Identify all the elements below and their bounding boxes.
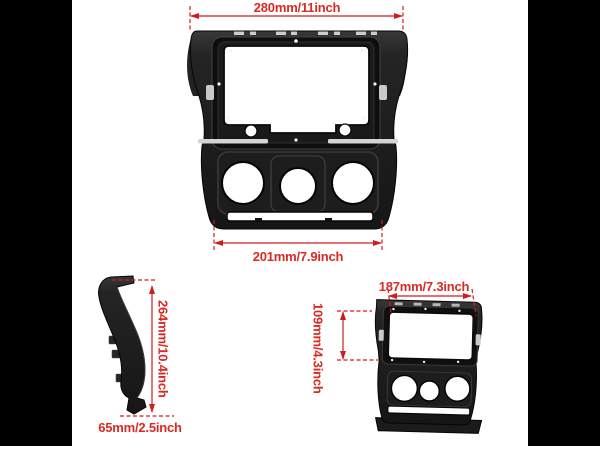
- switch-slot: [226, 211, 374, 222]
- quarter-view-drawing: [374, 299, 483, 434]
- control-width-label: 201mm/7.9inch: [252, 249, 344, 264]
- front-view-drawing: [187, 30, 409, 230]
- slot-tick: [255, 218, 262, 221]
- side-tab-right: [379, 85, 387, 100]
- quarter-side-tab-right: [475, 334, 481, 346]
- top-clip-marks: [234, 31, 377, 35]
- silver-trim-right: [328, 139, 398, 144]
- quarter-screen-opening: [387, 311, 474, 361]
- quarter-knob-left: [390, 374, 419, 403]
- opening-height-label: 109mm/4.3inch: [310, 303, 326, 394]
- side-edge-highlight: [116, 286, 146, 399]
- side-profile-body: [98, 275, 147, 415]
- silver-trim-left: [198, 139, 268, 144]
- quarter-switch-slot: [387, 405, 471, 416]
- extension-line: [387, 288, 392, 314]
- quarter-side-tab-left: [378, 329, 384, 341]
- knob-cutout-right: [331, 161, 375, 205]
- extension-line: [471, 288, 477, 317]
- knob-cutout-left: [221, 161, 265, 205]
- side-view-drawing: [98, 275, 147, 415]
- screen-opening: [223, 45, 370, 134]
- screw-holes: [217, 39, 377, 142]
- front-dimension-lines: [189, 6, 404, 250]
- side-dimension-lines: [112, 279, 174, 417]
- quarter-clip-marks: [394, 302, 460, 307]
- height-label: 264mm/10.4inch: [155, 300, 171, 398]
- depth-label: 65mm/2.5inch: [98, 420, 182, 435]
- quarter-screw-holes: [390, 307, 461, 364]
- overall-width-label: 280mm/11inch: [253, 0, 341, 15]
- quarter-dimension-lines: [337, 288, 477, 361]
- mount-hole-left: [244, 124, 258, 138]
- mount-hole-right: [338, 123, 352, 137]
- side-tab-left: [206, 85, 214, 100]
- quarter-knob-center: [418, 380, 441, 402]
- quarter-knob-right: [444, 375, 471, 403]
- slot-tick: [325, 218, 332, 221]
- opening-width-label: 187mm/7.3inch: [378, 279, 470, 294]
- knob-cutout-center: [279, 167, 317, 205]
